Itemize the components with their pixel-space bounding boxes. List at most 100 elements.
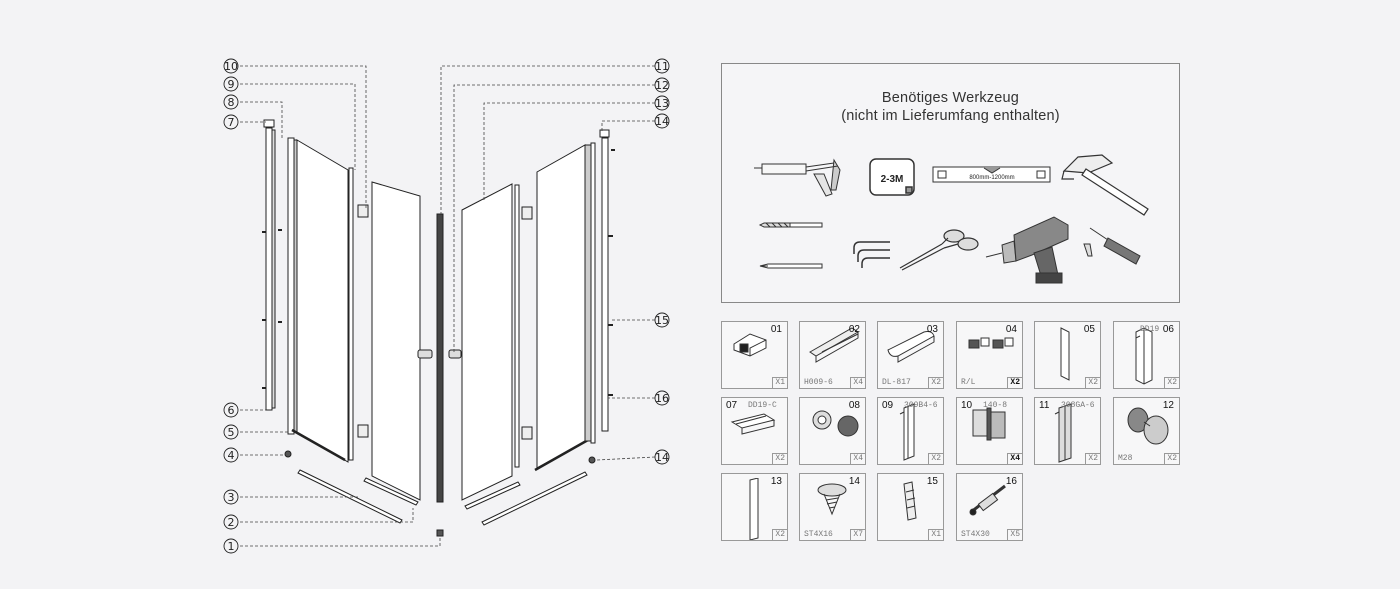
- part-number: 16: [1005, 476, 1017, 487]
- handle-knob: [417, 349, 433, 359]
- callout-left-7: 4: [223, 447, 239, 463]
- part-code: 308GA-6: [1061, 401, 1095, 410]
- callout-left-5: 6: [223, 402, 239, 418]
- channel-cap-icon: [730, 413, 776, 435]
- part-number: 05: [1083, 324, 1095, 335]
- callout-number: 5: [228, 426, 235, 439]
- part-quantity: X2: [1085, 377, 1100, 388]
- part-number: 07: [726, 400, 738, 411]
- part-code: DL-817: [882, 378, 911, 387]
- glass-door-left: [371, 181, 421, 501]
- corner-bracket-icon: [733, 333, 767, 357]
- wall-plug-icon: [903, 481, 917, 521]
- callout-right-4: 14: [654, 113, 670, 129]
- wall-profile-left: [263, 119, 276, 411]
- part-quantity: X5: [1007, 529, 1022, 540]
- tools-title-line1: Benötiges Werkzeug: [881, 90, 1020, 106]
- callout-number: 11: [655, 60, 669, 73]
- glass-panel-right-fixed: [536, 144, 586, 469]
- part-quantity: X1: [928, 529, 943, 540]
- callout-number: 1: [228, 540, 235, 553]
- part-number: 01: [770, 324, 782, 335]
- callout-left-3: 8: [223, 94, 239, 110]
- callout-left-4: 7: [223, 114, 239, 130]
- cordless-drill-icon: [984, 209, 1074, 287]
- hex-key-icon: [850, 236, 892, 270]
- exploded-assembly-diagram: 10 9 8 7 6 5 4 3 2 1 11 12 13 14 15 16 14: [223, 58, 670, 554]
- flat-strip-icon: [749, 478, 759, 540]
- callout-left-9: 2: [223, 514, 239, 530]
- glass-panel-left-fixed: [296, 139, 349, 463]
- bottom-strip-3: [363, 477, 419, 506]
- part-quantity: X2: [1007, 377, 1022, 388]
- part-number: 06: [1162, 324, 1174, 335]
- knob-handle-icon: [1127, 407, 1169, 445]
- callout-left-1: 10: [223, 58, 239, 74]
- callout-right-5: 15: [654, 312, 670, 328]
- part-quantity: X1: [772, 377, 787, 388]
- part-quantity: X2: [772, 453, 787, 464]
- callout-number: 13: [655, 97, 669, 110]
- profile-rail-icon: [809, 327, 859, 363]
- part-number: 14: [848, 476, 860, 487]
- bottom-strip-2: [297, 469, 403, 524]
- part-quantity: X2: [928, 377, 943, 388]
- part-number: 10: [961, 400, 973, 411]
- tape-measure-label: 2-3M: [881, 174, 904, 185]
- part-number: 02: [848, 324, 860, 335]
- callout-number: 4: [228, 449, 235, 462]
- part-number: 04: [1005, 324, 1017, 335]
- part-number: 03: [926, 324, 938, 335]
- panel-strip-icon: [1060, 327, 1070, 381]
- callout-right-6: 16: [654, 390, 670, 406]
- tools-title-line2: (nicht im Lieferumfang enthalten): [841, 108, 1060, 124]
- caulking-gun-icon: [754, 156, 850, 201]
- callout-number: 8: [228, 96, 235, 109]
- dowel-screw-icon: [969, 484, 1006, 516]
- part-number: 12: [1162, 400, 1174, 411]
- callout-group-left: 10 9 8 7 6 5 4 3 2 1: [223, 58, 239, 554]
- part-quantity: X2: [928, 453, 943, 464]
- callout-number: 16: [655, 392, 669, 405]
- part-code: R/L: [961, 378, 976, 387]
- drill-bit-icon: [758, 220, 824, 230]
- part-quantity: X2: [1085, 453, 1100, 464]
- callout-number: 12: [655, 79, 669, 92]
- part-number: 08: [848, 400, 860, 411]
- part-code: ST4X16: [804, 530, 833, 539]
- magnetic-profile-icon: [1054, 403, 1072, 463]
- wall-profile-icon: [899, 403, 915, 461]
- part-quantity: X7: [850, 529, 865, 540]
- part-quantity: X2: [1164, 453, 1179, 464]
- callout-number: 10: [224, 60, 238, 73]
- glass-door-right: [461, 183, 513, 501]
- pencil-icon: [758, 261, 824, 271]
- part-quantity: X4: [850, 453, 865, 464]
- screw-head-icon: [817, 483, 847, 516]
- callout-left-8: 3: [223, 489, 239, 505]
- part-code: DD19: [1140, 325, 1160, 334]
- callout-number: 14: [655, 115, 669, 128]
- callout-left-2: 9: [223, 76, 239, 92]
- center-post: [436, 213, 444, 503]
- part-code: H009-6: [804, 378, 833, 387]
- callout-number: 3: [228, 491, 235, 504]
- screwdriver-icon: [1078, 222, 1148, 272]
- callout-group-right: 11 12 13 14 15 16 14: [654, 58, 670, 465]
- callout-number: 6: [228, 404, 235, 417]
- callout-right-7: 14: [654, 449, 670, 465]
- part-number: 13: [770, 476, 782, 487]
